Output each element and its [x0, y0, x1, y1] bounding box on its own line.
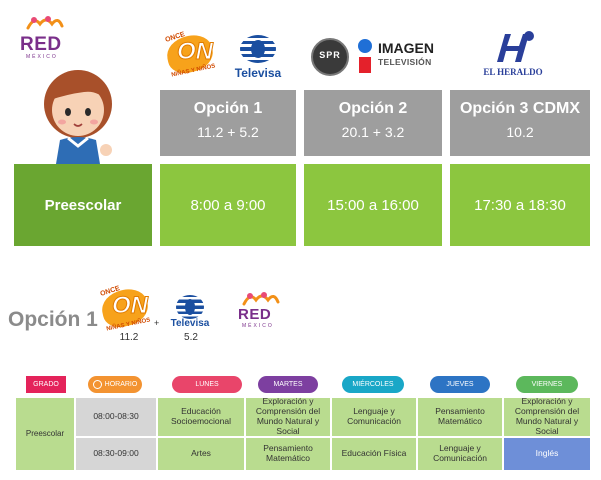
- imagen-square-icon: [359, 57, 371, 73]
- horario-header: HORARIO: [88, 376, 142, 393]
- televisa-logo-small: Televisa: [160, 292, 220, 336]
- red-logo-mark-icon: [242, 292, 280, 306]
- el-heraldo-logo: EL HERALDO: [478, 30, 548, 80]
- time-slot-2: 08:30-09:00: [76, 438, 156, 470]
- channel-5-2: 5.2: [184, 332, 198, 343]
- red-logo-subtext: MÉXICO: [26, 54, 58, 60]
- row2-viernes: Inglés: [504, 438, 590, 470]
- option-1-time: 8:00 a 9:00: [160, 164, 296, 246]
- row2-miercoles: Educación Física: [332, 438, 416, 470]
- heraldo-h-icon: [497, 31, 534, 62]
- row1-jueves: Pensamiento Matemático: [418, 398, 502, 436]
- martes-header: MARTES: [258, 376, 318, 393]
- row1-viernes: Exploración y Comprensión del Mundo Natu…: [504, 397, 590, 436]
- red-mexico-logo-small: RED MÉXICO: [236, 290, 292, 334]
- viernes-header: VIERNES: [516, 376, 578, 393]
- lunes-header: LUNES: [172, 376, 242, 393]
- option-2-time: 15:00 a 16:00: [304, 164, 442, 246]
- option-2-header: Opción 2 20.1 + 3.2: [304, 90, 442, 156]
- red-mexico-logo: RED MÉXICO: [18, 14, 74, 60]
- televisa-mark-icon: [238, 35, 278, 63]
- row2-lunes: Artes: [158, 438, 244, 470]
- grado-header: GRADO: [26, 376, 66, 393]
- imagen-television-logo: IMAGEN TELEVISIÓN: [356, 38, 440, 78]
- grade-preescolar-cell: Preescolar: [16, 398, 74, 470]
- row2-martes: Pensamiento Matemático: [246, 438, 330, 470]
- televisa-logo: Televisa: [228, 34, 288, 80]
- red-logo-mark-icon: [26, 16, 64, 30]
- channel-11-2: 11.2: [119, 332, 139, 343]
- row1-miercoles: Lenguaje y Comunicación: [332, 398, 416, 436]
- clock-icon: [92, 380, 102, 389]
- televisa-mark-icon: [170, 295, 210, 319]
- once-ninas-ninos-logo-small: ONCE ON NIÑAS Y NIÑOS: [98, 285, 152, 333]
- plus-sign: +: [154, 318, 160, 328]
- red-logo-text: RED: [20, 34, 62, 55]
- preescolar-label: Preescolar: [14, 164, 152, 246]
- row1-lunes: Educación Socioemocional: [158, 398, 244, 436]
- option-3-header: Opción 3 CDMX 10.2: [450, 90, 590, 156]
- imagen-dot-icon: [358, 39, 372, 53]
- once-ninas-ninos-logo: ONCE ON NIÑAS Y NIÑOS: [163, 31, 217, 79]
- girl-illustration: [38, 64, 126, 164]
- section-option-1-title: Opción 1: [8, 308, 98, 331]
- row1-martes: Exploración y Comprensión del Mundo Natu…: [246, 397, 330, 436]
- row2-jueves: Lenguaje y Comunicación: [418, 438, 502, 470]
- option-3-time: 17:30 a 18:30: [450, 164, 590, 246]
- spr-logo: SPR: [311, 38, 349, 76]
- option-1-header: Opción 1 11.2 + 5.2: [160, 90, 296, 156]
- time-slot-1: 08:00-08:30: [76, 398, 156, 436]
- jueves-header: JUEVES: [430, 376, 490, 393]
- miercoles-header: MIÉRCOLES: [342, 376, 404, 393]
